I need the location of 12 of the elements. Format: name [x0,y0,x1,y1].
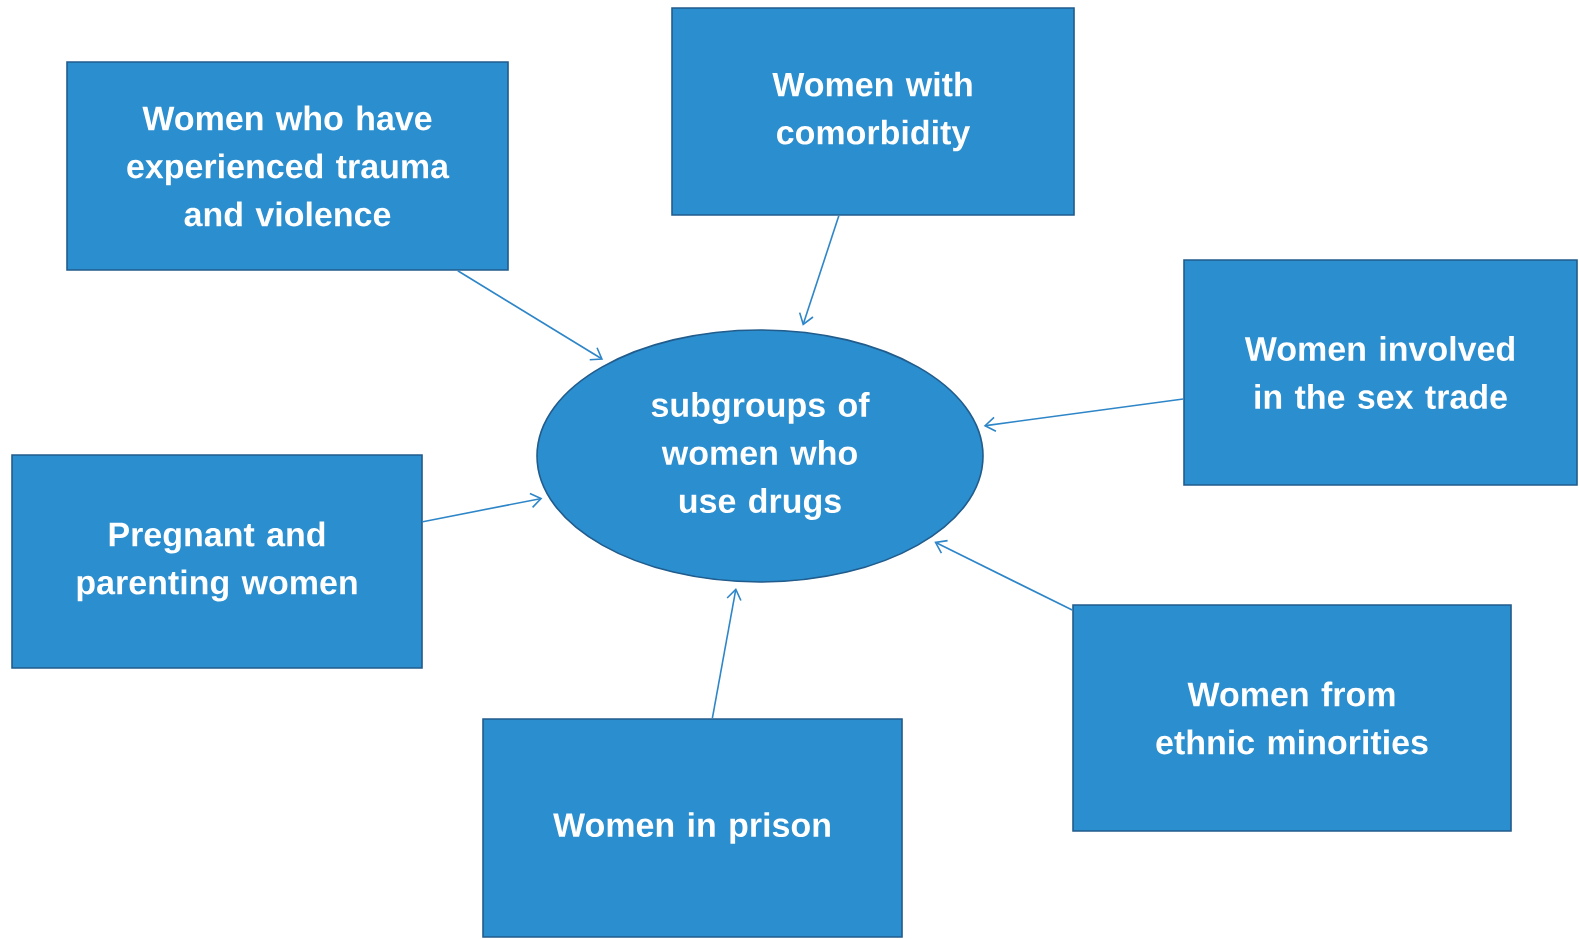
arrow [934,539,1073,611]
arrow [983,398,1184,433]
arrow [456,270,604,361]
arrow [798,215,840,326]
group-box: Women with comorbidity [671,7,1075,216]
group-box: Women who have experienced trauma and violence [66,61,509,271]
arrow [711,588,742,719]
arrow [422,492,543,523]
group-box: Pregnant and parenting women [11,454,423,669]
group-box: Women involved in the sex trade [1183,259,1578,486]
group-box: Women from ethnic minorities [1072,604,1512,832]
group-box: Women in prison [482,718,903,938]
